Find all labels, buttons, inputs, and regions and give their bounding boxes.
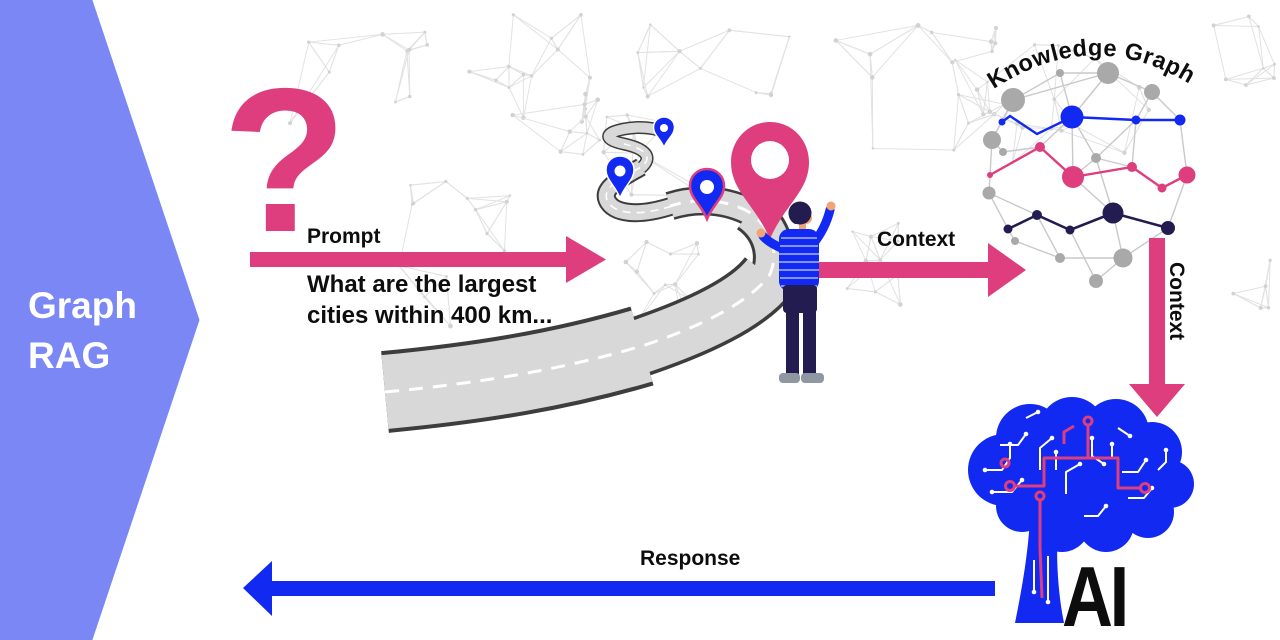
context-arrow (806, 243, 1026, 297)
prompt-question-text: What are the largest cities within 400 k… (307, 269, 552, 331)
road-illustration (381, 121, 795, 433)
map-pin-small-icon (652, 116, 676, 150)
question-mark-icon: ? (222, 46, 348, 275)
graph-rag-title-line2: RAG (28, 335, 111, 376)
graph-rag-title: Graph RAG (28, 281, 137, 381)
person-illustration (756, 201, 836, 383)
knowledge-graph-illustration (982, 62, 1196, 288)
graph-rag-title-line1: Graph (28, 285, 137, 326)
context-down-arrow (1129, 238, 1185, 417)
map-pin-medium-icon (605, 155, 635, 201)
prompt-label: Prompt (307, 225, 381, 248)
knowledge-graph-title: Knowledge Graph (983, 34, 1201, 93)
map-pin-outlined-icon (688, 167, 726, 223)
ai-brain-illustration (968, 397, 1194, 623)
prompt-arrow (250, 236, 606, 283)
ai-label: AI (1062, 550, 1129, 640)
prompt-question-line2: cities within 400 km... (307, 302, 553, 329)
response-label: Response (640, 547, 741, 570)
context-vertical-label: Context (1165, 262, 1188, 341)
prompt-question-line1: What are the largest (307, 271, 537, 298)
destination-pin-icon (731, 122, 809, 239)
response-arrow (243, 561, 995, 616)
context-label: Context (877, 228, 956, 251)
